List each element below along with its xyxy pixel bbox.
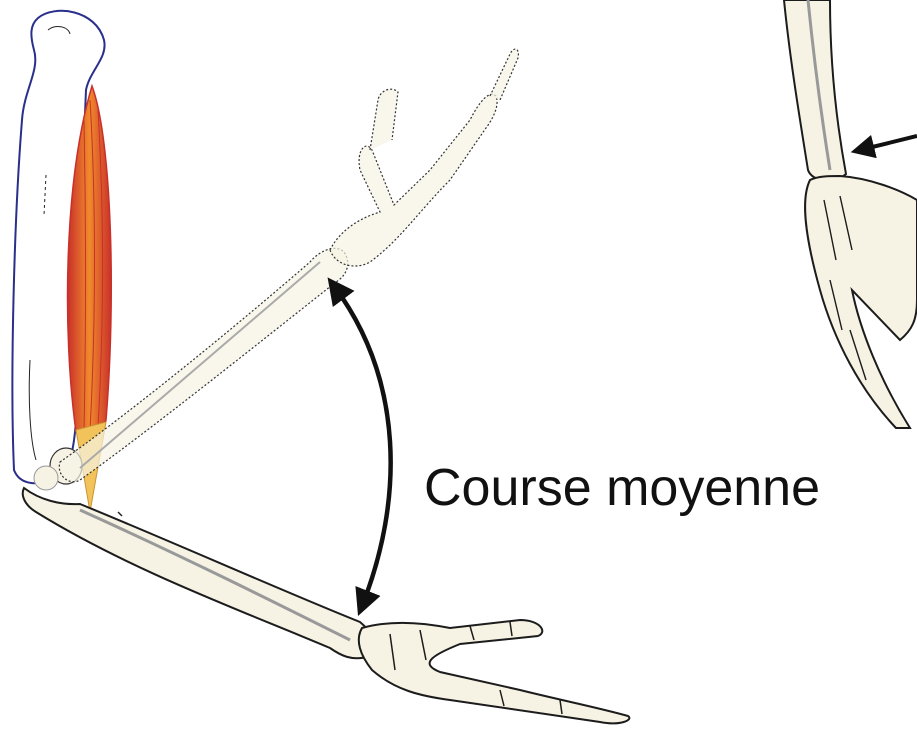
hand-extended	[359, 620, 630, 723]
range-caption: Course moyenne	[424, 462, 820, 514]
pointer-arrow-icon	[860, 136, 917, 150]
forearm-extended	[23, 488, 375, 658]
hand-flexed	[330, 49, 518, 266]
right-hand	[805, 176, 917, 428]
range-arrow-icon	[334, 286, 391, 606]
right-forearm	[784, 0, 846, 180]
